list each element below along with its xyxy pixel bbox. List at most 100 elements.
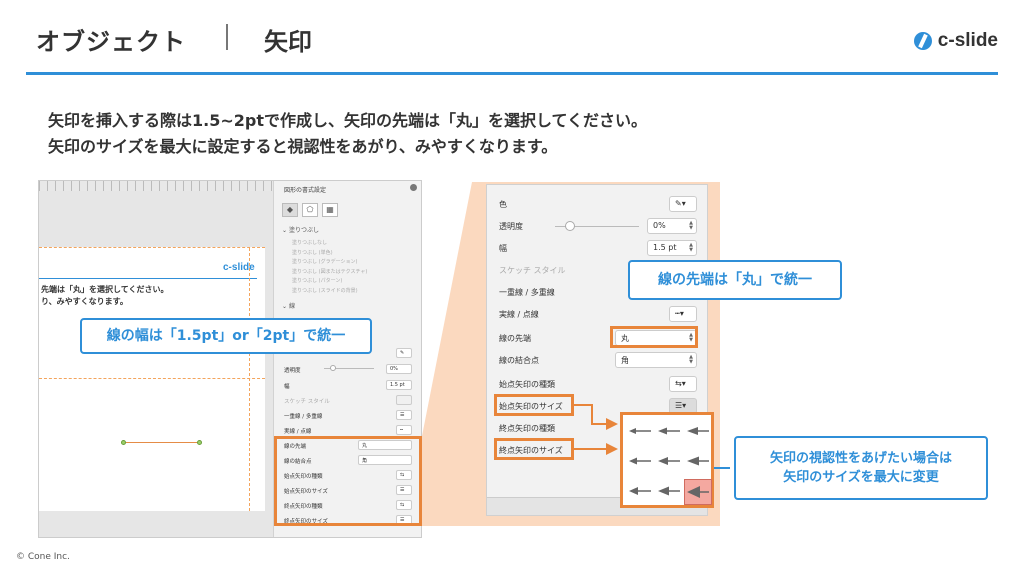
width-input[interactable]: 1.5 pt <box>386 380 412 390</box>
fill-option[interactable]: 塗りつぶし (スライドの背景) <box>292 287 358 294</box>
compound-label: 一重線 / 多重線 <box>499 288 555 297</box>
highlight-arrow-settings <box>274 436 422 526</box>
width-row: 幅 1.5 pt▲▼ <box>499 239 697 257</box>
brand-logo: c-slide <box>913 30 998 52</box>
transparency-input[interactable]: 0% <box>386 364 412 374</box>
arrow-size-option[interactable] <box>628 451 652 471</box>
arrow-end-handle[interactable] <box>197 440 202 445</box>
select-arrows-icon[interactable]: ▲▼ <box>689 332 693 343</box>
color-row: 色 ✎▾ <box>499 195 697 213</box>
slide-logo: c-slide <box>223 262 255 273</box>
intro-text: 矢印を挿入する際は1.5~2ptで作成し、矢印の先端は「丸」を選択してください。… <box>48 108 647 160</box>
compound-type-dropdown[interactable]: ☰ <box>396 410 412 420</box>
highlight-begin-size-label <box>494 394 574 416</box>
sketch-row: スケッチ スタイル <box>499 261 697 279</box>
highlight-end-size-label <box>494 438 574 460</box>
fill-option[interactable]: 塗りつぶし (グラデーション) <box>292 259 358 265</box>
sketch-label: スケッチ スタイル <box>284 399 330 405</box>
fill-option[interactable]: 塗りつぶし (単色) <box>292 249 333 256</box>
format-shape-panel: 図形の書式設定 ◆ ⬠ ▦ ⌄ 塗りつぶし 塗りつぶしなし 塗りつぶし (単色)… <box>273 181 421 537</box>
arrow-size-option[interactable] <box>628 421 652 441</box>
stepper-icon[interactable]: ▲▼ <box>689 242 693 253</box>
transparency-row: 透明度 0% <box>284 363 412 375</box>
begin-type-row: 始点矢印の種類 ⇆▾ <box>499 375 697 393</box>
begin-size-label: 始点矢印のサイズ <box>499 402 563 411</box>
zoomed-format-panel: 色 ✎▾ 透明度 0% ▲▼ 幅 1.5 pt▲▼ スケッチ スタイル 一重線 /… <box>486 184 708 516</box>
transparency-label: 透明度 <box>499 222 523 231</box>
compound-row: 一重線 / 多重線 ☰ <box>284 409 412 421</box>
highlight-cap-select <box>610 326 698 348</box>
cap-label: 線の先端 <box>499 334 531 343</box>
join-row: 線の結合点 角▲▼ <box>499 351 697 369</box>
effects-tab-icon[interactable]: ⬠ <box>302 203 318 217</box>
begin-type-row: 始点矢印の種類 ⇆ <box>284 469 412 481</box>
copyright: © Cone Inc. <box>16 552 70 562</box>
chevron-down-icon: ⌄ <box>282 303 289 310</box>
sketch-label: スケッチ スタイル <box>499 266 566 275</box>
dash-style-icon[interactable]: ┅▾ <box>669 306 697 322</box>
arrow-type-icon[interactable]: ⇆▾ <box>669 376 697 392</box>
begin-type-dropdown[interactable]: ⇆ <box>396 470 412 480</box>
join-select[interactable]: 角 ▲▼ <box>615 352 697 368</box>
join-row: 線の結合点 角 <box>284 454 412 466</box>
pen-color-icon[interactable]: ✎▾ <box>669 196 697 212</box>
arrow-size-option[interactable] <box>686 421 710 441</box>
arrow-size-option[interactable] <box>657 451 681 471</box>
width-row: 幅 1.5 pt <box>284 379 412 391</box>
arrow-size-option[interactable] <box>628 481 652 501</box>
slide-canvas: c-slide 先端は「丸」を選択してください。 り、みやすくなります。 <box>39 191 273 537</box>
cap-select[interactable]: 丸 <box>358 440 412 450</box>
end-type-row: 終点矢印の種類 <box>499 419 697 437</box>
select-arrows-icon[interactable]: ▲▼ <box>689 354 693 365</box>
dash-label: 実線 / 点線 <box>499 310 539 319</box>
dash-row: 実線 / 点線 ┅ <box>284 424 412 436</box>
dash-label: 実線 / 点線 <box>284 429 312 435</box>
callout-arrow-size: 矢印の視認性をあげたい場合は 矢印のサイズを最大に変更 <box>734 436 988 500</box>
fill-line-tab-icon[interactable]: ◆ <box>282 203 298 217</box>
fill-option[interactable]: 塗りつぶし (パターン) <box>292 278 343 284</box>
transparency-input[interactable]: 0% ▲▼ <box>647 218 697 234</box>
slide-thumbnail[interactable]: c-slide 先端は「丸」を選択してください。 り、みやすくなります。 <box>39 247 265 511</box>
fill-option[interactable]: 塗りつぶし (図またはテクスチャ) <box>292 268 368 275</box>
transparency-slider[interactable] <box>324 368 374 369</box>
arrow-size-option[interactable] <box>657 481 681 501</box>
stepper-icon[interactable]: ▲▼ <box>689 220 693 231</box>
title-separator <box>226 24 228 50</box>
close-icon[interactable] <box>410 184 417 191</box>
sketch-style-dropdown[interactable] <box>396 395 412 405</box>
slide-body-text: 先端は「丸」を選択してください。 り、みやすくなります。 <box>41 284 169 308</box>
guide-line-vertical <box>249 248 250 511</box>
end-size-row: 終点矢印のサイズ <box>499 441 697 459</box>
size-tab-icon[interactable]: ▦ <box>322 203 338 217</box>
join-select[interactable]: 角 <box>358 455 412 465</box>
section-line[interactable]: ⌄ 線 <box>282 301 295 310</box>
editor-screenshot: c-slide 先端は「丸」を選択してください。 り、みやすくなります。 図形の… <box>38 180 422 538</box>
color-row: ✎ <box>284 347 412 359</box>
arrow-shape[interactable] <box>123 442 199 443</box>
end-type-dropdown[interactable]: ⇆ <box>396 500 412 510</box>
width-label: 幅 <box>284 384 290 390</box>
join-label: 線の結合点 <box>284 459 312 465</box>
callout-line-width: 線の幅は「1.5pt」or「2pt」で統一 <box>80 318 372 354</box>
arrow-size-option[interactable] <box>686 451 710 471</box>
section-fill[interactable]: ⌄ 塗りつぶし <box>282 225 319 234</box>
end-size-label: 終点矢印のサイズ <box>499 446 563 455</box>
arrow-start-handle[interactable] <box>121 440 126 445</box>
ruler <box>39 181 273 191</box>
join-value: 角 <box>621 356 629 365</box>
panel-tabs: ◆ ⬠ ▦ <box>282 203 338 217</box>
compound-row: 一重線 / 多重線 <box>499 283 697 301</box>
intro-line-2: 矢印のサイズを最大に設定すると視認性をあがり、みやすくなります。 <box>48 137 558 156</box>
transparency-slider-knob[interactable] <box>330 365 336 371</box>
transparency-slider-knob[interactable] <box>565 221 575 231</box>
width-input[interactable]: 1.5 pt▲▼ <box>647 240 697 256</box>
arrow-size-option-selected[interactable] <box>684 479 712 505</box>
transparency-value: 0% <box>653 221 666 230</box>
dash-type-dropdown[interactable]: ┅ <box>396 425 412 435</box>
begin-size-dropdown[interactable]: ☰ <box>396 485 412 495</box>
arrow-size-gallery <box>620 412 714 508</box>
line-color-picker[interactable]: ✎ <box>396 348 412 358</box>
arrow-size-option[interactable] <box>657 421 681 441</box>
transparency-slider[interactable] <box>555 226 639 227</box>
fill-option[interactable]: 塗りつぶしなし <box>292 240 328 246</box>
